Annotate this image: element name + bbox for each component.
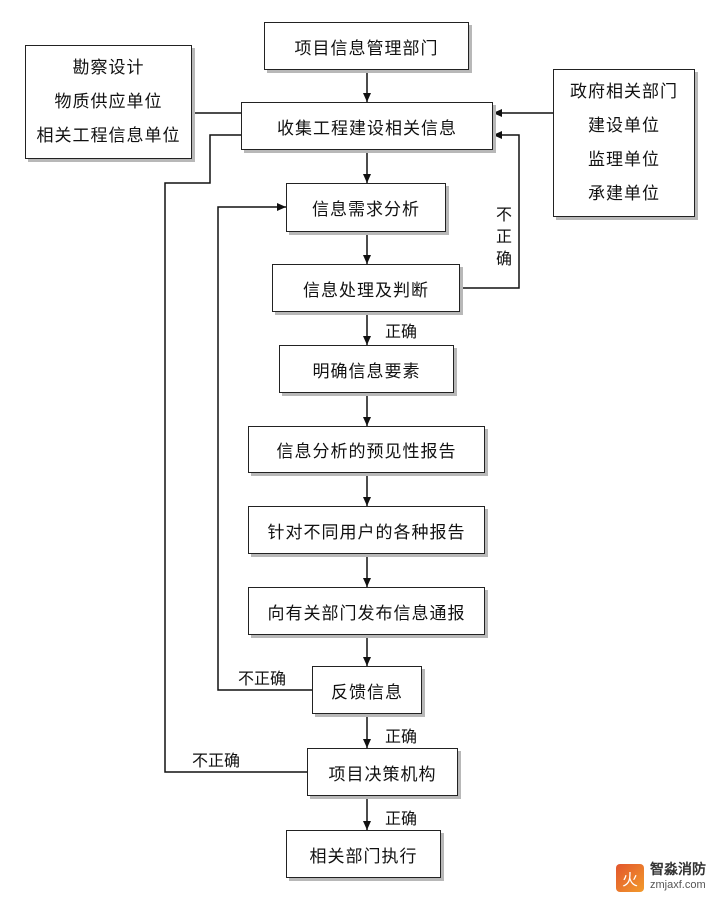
node-material-supplier: 物质供应单位: [54, 92, 163, 112]
node-survey-design: 勘察设计: [72, 58, 145, 78]
label-incorrect-vertical: 不 正 确: [494, 204, 514, 270]
node-demand-analysis: 信息需求分析: [286, 183, 446, 232]
loop-process-incorrect: [460, 131, 520, 289]
node-contractor-unit: 承建单位: [588, 184, 660, 204]
label-incorrect-feedback: 不正确: [238, 669, 287, 688]
node-process-judge: 信息处理及判断: [272, 264, 460, 312]
watermark-logo-icon: 火: [616, 864, 644, 892]
node-decision-body: 项目决策机构: [307, 748, 458, 796]
node-left-info-sources: 勘察设计 物质供应单位 相关工程信息单位: [25, 45, 192, 159]
label-incorrect-decision: 不正确: [192, 751, 241, 770]
node-collect-info: 收集工程建设相关信息: [241, 102, 493, 150]
node-publish-bulletin: 向有关部门发布信息通报: [248, 587, 485, 635]
label-correct-1: 正确: [385, 322, 418, 341]
node-forecast-report: 信息分析的预见性报告: [248, 426, 485, 473]
label-char: 不: [495, 205, 512, 224]
label-correct-3: 正确: [385, 809, 418, 828]
node-project-info-dept: 项目信息管理部门: [264, 22, 469, 70]
node-construction-unit: 建设单位: [588, 116, 660, 136]
label-correct-2: 正确: [385, 727, 418, 746]
watermark: 火 智淼消防 zmjaxf.com: [616, 863, 706, 893]
node-right-info-sources: 政府相关部门 建设单位 监理单位 承建单位: [553, 69, 695, 217]
node-user-reports: 针对不同用户的各种报告: [248, 506, 485, 554]
label-char: 正: [495, 227, 512, 246]
node-related-eng-info-unit: 相关工程信息单位: [36, 126, 181, 146]
node-gov-dept: 政府相关部门: [570, 82, 678, 102]
watermark-url: zmjaxf.com: [650, 879, 706, 891]
node-execute: 相关部门执行: [286, 830, 441, 878]
label-char: 确: [495, 249, 512, 268]
node-feedback: 反馈信息: [312, 666, 422, 714]
loop-decision-incorrect: [164, 131, 307, 773]
watermark-name: 智淼消防: [650, 862, 706, 878]
loop-feedback-incorrect: [217, 203, 312, 691]
node-clarify-elements: 明确信息要素: [279, 345, 454, 393]
node-supervision-unit: 监理单位: [588, 150, 660, 170]
